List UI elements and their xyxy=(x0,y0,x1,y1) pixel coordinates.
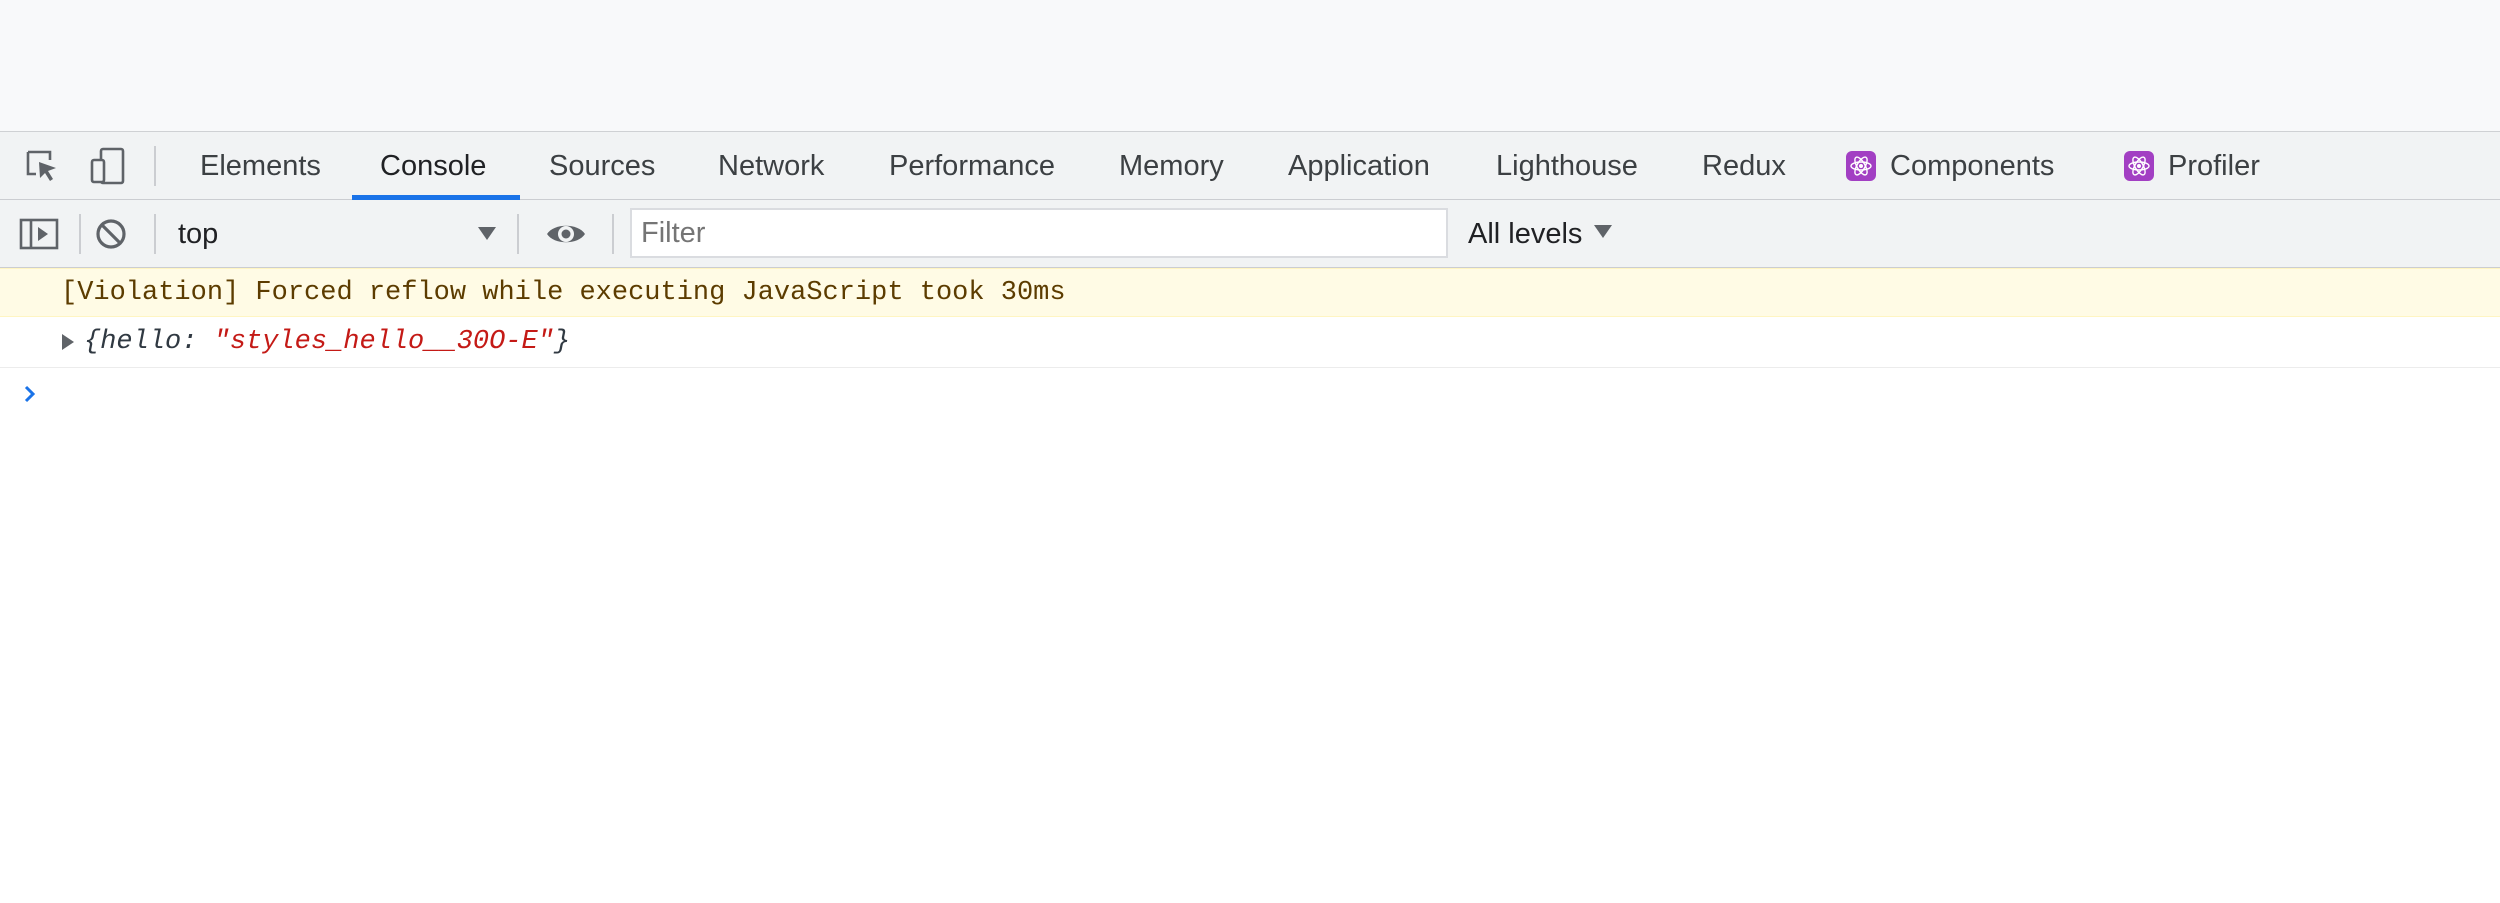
tab-memory[interactable]: Memory xyxy=(1119,132,1224,200)
react-icon xyxy=(2124,151,2154,181)
violation-text: [Violation] Forced reflow while executin… xyxy=(61,277,1066,308)
chevron-down-icon xyxy=(478,227,496,240)
tab-label: Sources xyxy=(549,149,656,182)
tab-performance[interactable]: Performance xyxy=(889,132,1055,200)
console-violation-message: [Violation] Forced reflow while executin… xyxy=(0,268,2500,317)
tab-label: Console xyxy=(380,149,487,182)
inspect-element-icon[interactable] xyxy=(20,146,64,186)
toolbar-separator xyxy=(79,214,81,254)
tab-redux[interactable]: Redux xyxy=(1702,132,1786,200)
context-selector-value: top xyxy=(178,217,219,250)
tab-label: Redux xyxy=(1702,149,1786,182)
object-open-brace: { xyxy=(84,327,101,357)
tab-label: Performance xyxy=(889,149,1056,182)
devtools-panel: Elements Console Sources Network Perform… xyxy=(0,131,2500,903)
tab-elements[interactable]: Elements xyxy=(200,132,321,200)
device-toolbar-icon[interactable] xyxy=(86,146,130,186)
log-levels-dropdown[interactable]: All levels xyxy=(1468,200,1613,268)
tab-components[interactable]: Components xyxy=(1846,132,2054,200)
context-selector[interactable]: top xyxy=(178,200,508,268)
tab-console[interactable]: Console xyxy=(380,132,486,200)
toolbar-separator xyxy=(612,214,614,254)
object-separator: : xyxy=(181,327,214,357)
tab-label: Memory xyxy=(1119,149,1224,182)
tab-label: Lighthouse xyxy=(1496,149,1638,182)
react-icon xyxy=(1846,151,1876,181)
toolbar-separator xyxy=(154,214,156,254)
tab-label: Application xyxy=(1288,149,1430,182)
page-viewport xyxy=(0,0,2500,131)
console-object-message[interactable]: { hello : "styles_hello__30O-E" } xyxy=(0,317,2500,368)
tab-profiler[interactable]: Profiler xyxy=(2124,132,2260,200)
tab-label: Components xyxy=(1890,149,2055,182)
tab-label: Network xyxy=(718,149,825,182)
toolbar-separator xyxy=(517,214,519,254)
console-toolbar: top All levels xyxy=(0,200,2500,268)
tab-sources[interactable]: Sources xyxy=(549,132,655,200)
expand-arrow-icon[interactable] xyxy=(62,334,74,350)
console-prompt-icon[interactable] xyxy=(18,379,42,409)
tabbar-separator xyxy=(154,146,156,186)
chevron-down-icon xyxy=(1594,224,1613,238)
object-close-brace: } xyxy=(553,327,571,357)
tab-network[interactable]: Network xyxy=(718,132,824,200)
tab-lighthouse[interactable]: Lighthouse xyxy=(1496,132,1638,200)
show-sidebar-icon[interactable] xyxy=(16,214,62,254)
tab-label: Profiler xyxy=(2168,149,2260,182)
log-levels-label: All levels xyxy=(1468,217,1583,250)
object-key: hello xyxy=(100,327,182,357)
clear-console-icon[interactable] xyxy=(90,214,132,254)
devtools-tabbar: Elements Console Sources Network Perform… xyxy=(0,131,2500,200)
active-tab-indicator xyxy=(352,195,520,200)
live-expression-eye-icon[interactable] xyxy=(542,214,590,254)
filter-input[interactable] xyxy=(630,208,1448,258)
tab-label: Elements xyxy=(200,149,321,182)
object-value: "styles_hello__30O-E" xyxy=(213,327,554,357)
tab-application[interactable]: Application xyxy=(1288,132,1430,200)
